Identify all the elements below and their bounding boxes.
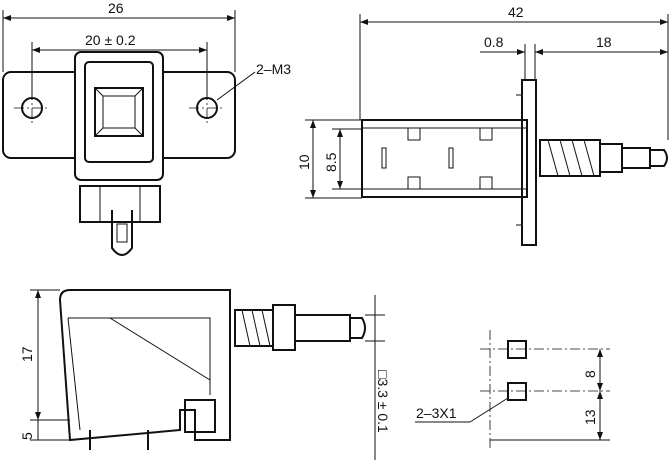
side-view: 42 0.8 18 10 8.5 (296, 4, 669, 246)
end-view: 17 5 □3.3 ± 0.1 (19, 289, 391, 460)
gap-label: 0.8 (484, 34, 504, 50)
overall-length-label: 42 (508, 4, 524, 20)
plunger-size-label: □3.3 ± 0.1 (375, 370, 391, 433)
plunger-length-label: 18 (596, 34, 612, 50)
height-label: 17 (19, 346, 35, 362)
hole-spacing-label: 20 ± 0.2 (85, 32, 136, 48)
body-height-label: 10 (296, 154, 312, 170)
holes-label: 2–M3 (256, 61, 291, 77)
pads-label: 2–3X1 (416, 405, 457, 421)
offset-label: 13 (582, 409, 598, 425)
pin-spacing-label: 8 (582, 370, 598, 378)
inner-height-label: 8.5 (323, 152, 339, 172)
front-view: 26 20 ± 0.2 2–M3 (2, 0, 291, 256)
overall-width-label: 26 (108, 0, 124, 16)
pcb-layout: 8 13 2–3X1 (415, 330, 610, 450)
pin-length-label: 5 (19, 432, 35, 440)
